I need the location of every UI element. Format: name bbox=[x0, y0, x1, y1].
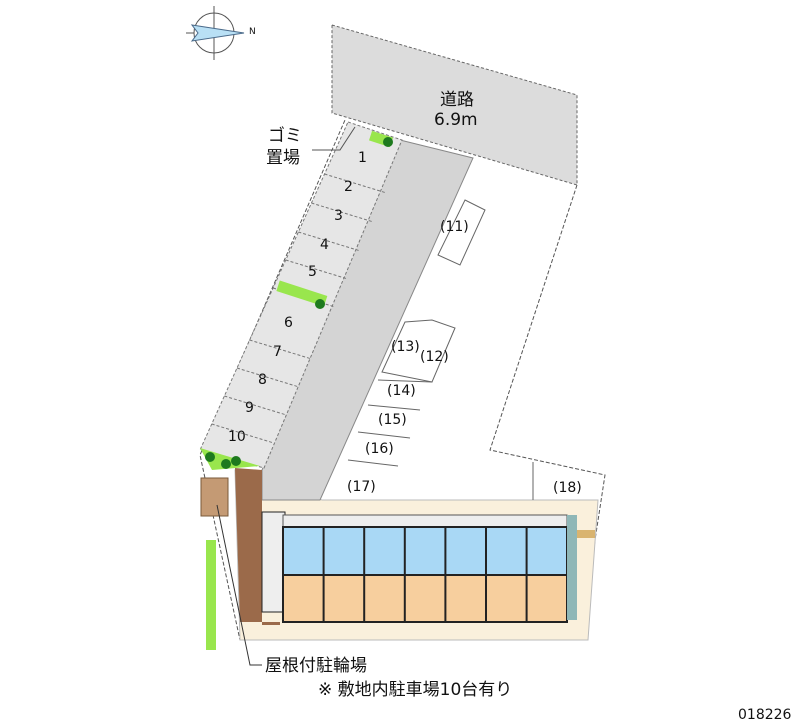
extra-parking-space: (16) bbox=[365, 441, 394, 457]
parking-space-8: 8 bbox=[258, 372, 267, 388]
parking-space-9: 9 bbox=[245, 400, 254, 416]
bike-parking-label: 屋根付駐輪場 bbox=[265, 656, 367, 676]
space-divider bbox=[311, 202, 374, 223]
space-divider bbox=[285, 259, 348, 280]
space-divider bbox=[211, 423, 274, 444]
tree-icon bbox=[231, 456, 241, 466]
parking-space-1: 1 bbox=[358, 150, 367, 166]
space-divider bbox=[236, 367, 300, 388]
leader-line bbox=[312, 126, 356, 151]
garbage-label-2: 置場 bbox=[266, 148, 300, 168]
brick-paving bbox=[235, 468, 280, 625]
parking-space-10: 10 bbox=[228, 429, 246, 445]
parking-space-3: 3 bbox=[334, 208, 343, 224]
extra-parking-space: (17) bbox=[347, 479, 376, 495]
parking-space-5: 5 bbox=[308, 264, 317, 280]
tree-icon bbox=[315, 299, 325, 309]
extra-parking-space: (15) bbox=[378, 412, 407, 428]
extra-parking-space: (14) bbox=[387, 383, 416, 399]
parking-note: ※ 敷地内駐車場10台有り bbox=[318, 680, 513, 700]
road bbox=[331, 24, 578, 186]
property-code: 018226 bbox=[738, 707, 792, 723]
tree-icon bbox=[221, 459, 231, 469]
parking-space-7: 7 bbox=[273, 344, 282, 360]
extra-parking-space: (11) bbox=[440, 219, 469, 235]
extra-parking-space: (13) bbox=[391, 339, 420, 355]
compass-icon bbox=[186, 6, 245, 60]
space-divider bbox=[298, 231, 361, 252]
parking-space-6: 6 bbox=[284, 315, 293, 331]
extra-parking-space: (18) bbox=[553, 480, 582, 496]
planter bbox=[200, 448, 260, 470]
parking-space-2: 2 bbox=[344, 179, 353, 195]
space-divider bbox=[224, 395, 287, 416]
road-name: 道路 bbox=[440, 90, 474, 110]
road-width: 6.9m bbox=[434, 110, 478, 130]
building bbox=[261, 511, 595, 623]
space-divider bbox=[324, 173, 387, 194]
parking-space-4: 4 bbox=[320, 237, 329, 253]
tree-icon bbox=[205, 452, 215, 462]
leader-line bbox=[216, 504, 262, 666]
green-strip bbox=[206, 540, 216, 650]
extra-parking-space: (12) bbox=[420, 349, 449, 365]
planter bbox=[276, 280, 328, 307]
compass-north-label: N bbox=[249, 27, 256, 37]
tree-icon bbox=[383, 137, 393, 147]
space-divider bbox=[249, 339, 312, 360]
garbage-label-1: ゴミ bbox=[268, 126, 302, 146]
bike-parking bbox=[200, 477, 229, 517]
